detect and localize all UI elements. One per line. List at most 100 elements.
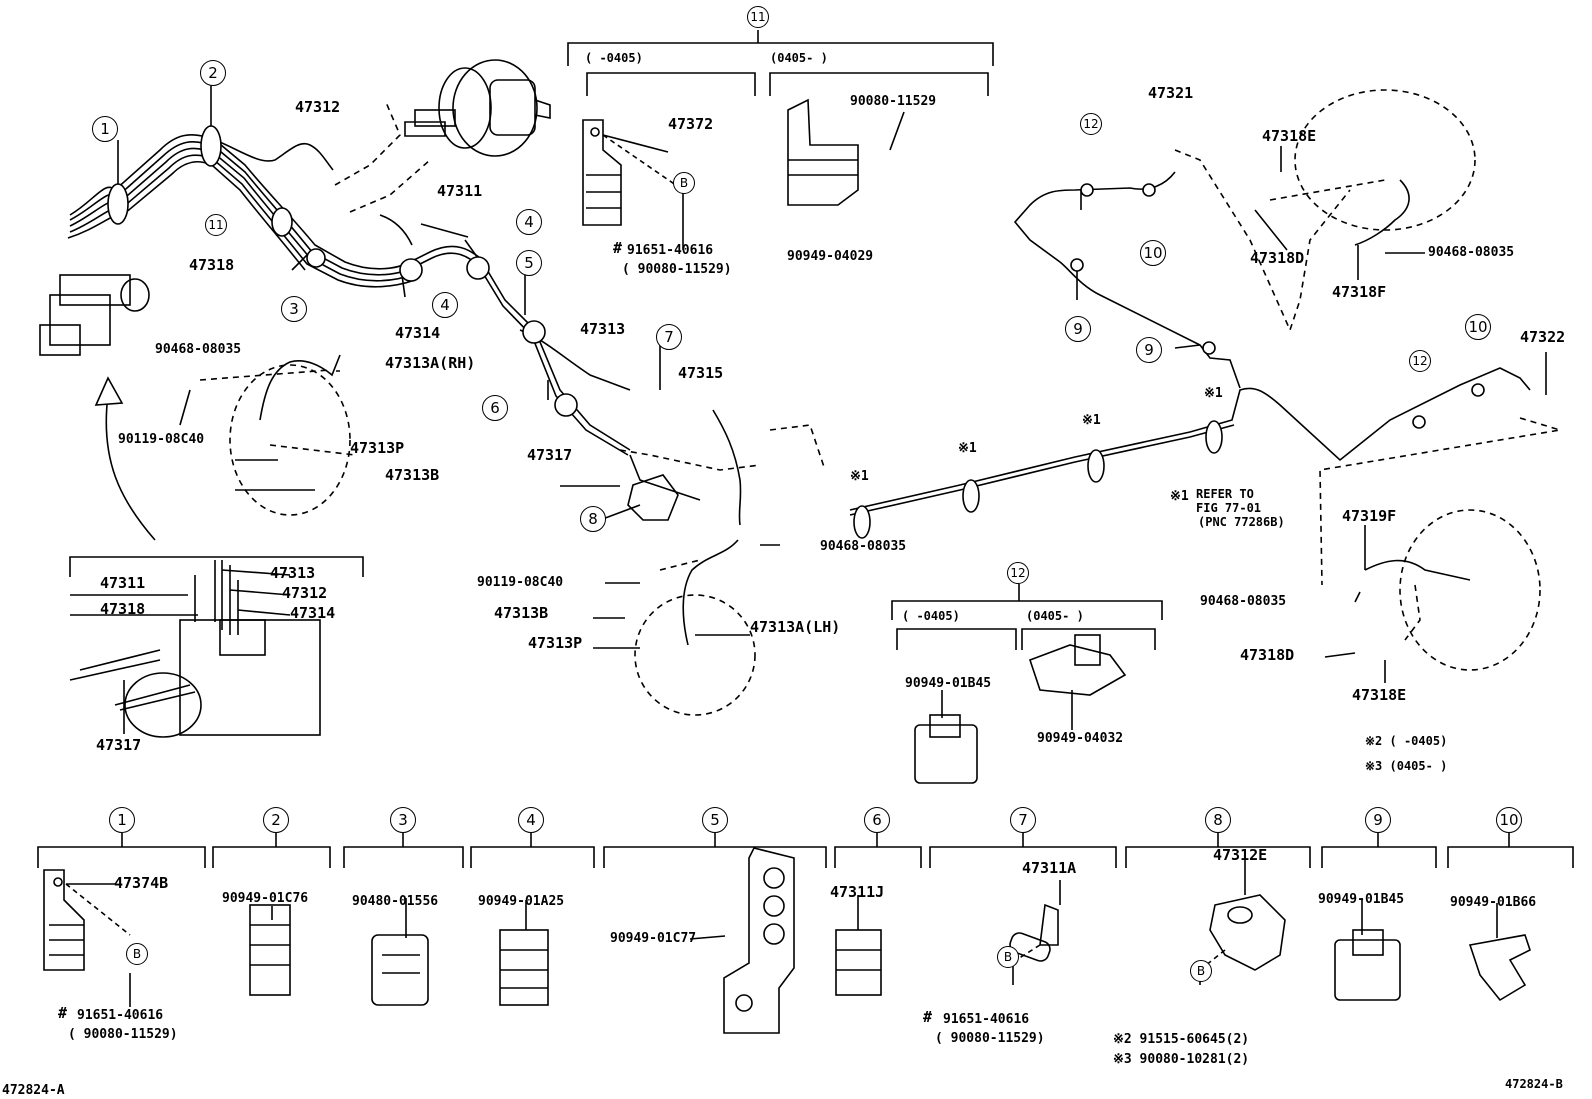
callout-10: 10 bbox=[1140, 240, 1166, 266]
figure-code-a: 472824-A bbox=[2, 1083, 65, 1098]
label-47374b: 47374B bbox=[114, 874, 169, 892]
callout-bottom-4: 4 bbox=[518, 807, 544, 833]
callout-3: 3 bbox=[281, 296, 307, 322]
refer-line-2: FIG 77-01 bbox=[1196, 501, 1262, 515]
callout-bottom-6: 6 bbox=[864, 807, 890, 833]
callout-12-b: 12 bbox=[1409, 350, 1431, 372]
clamp-47374b bbox=[43, 869, 85, 971]
label-90480-01556: 90480-01556 bbox=[352, 894, 439, 909]
clamp-90949-01c76 bbox=[249, 904, 291, 996]
label-47318d-top: 47318D bbox=[1250, 249, 1305, 267]
callout-bottom-1: 1 bbox=[109, 807, 135, 833]
refer-mark: ※1 bbox=[1170, 489, 1189, 504]
label-90949-04032: 90949-04032 bbox=[1037, 731, 1124, 746]
callout-10-b: 10 bbox=[1465, 314, 1491, 340]
label-47313a-lh: 47313A(LH) bbox=[750, 618, 841, 636]
label-90949-01c77: 90949-01C77 bbox=[610, 931, 697, 946]
label-47322: 47322 bbox=[1520, 328, 1566, 346]
clamp-90949-01b45-b bbox=[1334, 929, 1401, 1001]
bracket-inset bbox=[69, 556, 364, 577]
callout-bottom-8: 8 bbox=[1205, 807, 1231, 833]
label-90949-01b45-b: 90949-01B45 bbox=[1318, 892, 1405, 907]
inset-arrow bbox=[105, 394, 156, 541]
group12-right-range: (0405- ) bbox=[1026, 609, 1084, 623]
clamp-90949-01c77 bbox=[723, 847, 795, 1034]
label-90080-11529-a: ( 90080-11529) bbox=[622, 262, 732, 277]
label-90080-11529-c: ( 90080-11529) bbox=[68, 1027, 178, 1042]
callout-5: 5 bbox=[516, 250, 542, 276]
abs-actuator-drawing bbox=[39, 274, 150, 356]
label-47311: 47311 bbox=[437, 182, 483, 200]
label-90468-08035-c: 90468-08035 bbox=[1428, 245, 1515, 260]
abs-actuator-inset-drawing bbox=[69, 560, 321, 738]
inset-label-47318: 47318 bbox=[100, 600, 146, 618]
clamp-90480-01556 bbox=[371, 934, 429, 1006]
label-47318e-top: 47318E bbox=[1262, 127, 1317, 145]
callout-4: 4 bbox=[432, 292, 458, 318]
master-cylinder-drawing bbox=[404, 59, 551, 157]
refer-line-3: (PNC 77286B) bbox=[1198, 515, 1285, 529]
sensor-8-drawing bbox=[627, 474, 679, 521]
inset-label-47313: 47313 bbox=[270, 564, 316, 582]
bracket-12-left bbox=[896, 628, 1017, 650]
label-90119-08c40-b: 90119-08C40 bbox=[477, 575, 564, 590]
label-90468-08035-a: 90468-08035 bbox=[155, 342, 242, 357]
hash-mark-3: # bbox=[923, 1008, 933, 1026]
callout-6: 6 bbox=[482, 395, 508, 421]
label-90949-01b45-a: 90949-01B45 bbox=[905, 676, 992, 691]
star-mark-3: ※1 bbox=[1082, 413, 1101, 428]
label-47314: 47314 bbox=[395, 324, 441, 342]
clamp-90080-11529-top bbox=[787, 98, 859, 206]
note-3: ※3 (0405- ) bbox=[1365, 759, 1448, 773]
label-90468-08035-d: 90468-08035 bbox=[1200, 594, 1287, 609]
label-47311j: 47311J bbox=[830, 883, 885, 901]
rear-tube bbox=[629, 367, 1531, 511]
label-47313b-lh: 47313B bbox=[494, 604, 549, 622]
star-mark-2: ※1 bbox=[958, 441, 977, 456]
callout-b-4: B bbox=[1190, 960, 1212, 982]
inset-label-47317: 47317 bbox=[96, 736, 142, 754]
label-47313b-rh: 47313B bbox=[385, 466, 440, 484]
label-90080-11529-d: ( 90080-11529) bbox=[935, 1031, 1045, 1046]
clamp-90949-04032 bbox=[1028, 634, 1127, 696]
label-47311a: 47311A bbox=[1022, 859, 1077, 877]
label-47372: 47372 bbox=[668, 115, 714, 133]
label-47315: 47315 bbox=[678, 364, 724, 382]
label-47313a-rh: 47313A(RH) bbox=[385, 354, 476, 372]
callout-bottom-5: 5 bbox=[702, 807, 728, 833]
group11-right-range: (0405- ) bbox=[770, 51, 828, 65]
clamp-47312e bbox=[1209, 894, 1286, 971]
label-90080-10281: ※3 90080-10281(2) bbox=[1113, 1052, 1250, 1067]
bracket-12 bbox=[891, 600, 1163, 620]
callout-11-top: 11 bbox=[747, 6, 769, 28]
figure-code-b: 472824-B bbox=[1505, 1077, 1563, 1091]
callout-8: 8 bbox=[580, 506, 606, 532]
clamp-47372 bbox=[582, 119, 622, 226]
label-91651-40616-a: 91651-40616 bbox=[627, 243, 714, 258]
label-47313p-lh: 47313P bbox=[528, 634, 583, 652]
label-90080-11529-b: 90080-11529 bbox=[850, 94, 937, 109]
clamp-47311j bbox=[835, 929, 882, 996]
callout-11: 11 bbox=[205, 214, 227, 236]
tube-bundle bbox=[69, 134, 631, 451]
bracket-12-right bbox=[1021, 628, 1156, 650]
label-90949-01c76: 90949-01C76 bbox=[222, 891, 309, 906]
callout-12: 12 bbox=[1080, 113, 1102, 135]
callout-b-3: B bbox=[997, 946, 1019, 968]
label-47312: 47312 bbox=[295, 98, 341, 116]
clamp-47311a bbox=[1009, 903, 1059, 962]
callout-bottom-3: 3 bbox=[390, 807, 416, 833]
note-2: ※2 ( -0405) bbox=[1365, 734, 1448, 748]
refer-line-1: REFER TO bbox=[1196, 487, 1254, 501]
label-90949-01b66: 90949-01B66 bbox=[1450, 895, 1537, 910]
label-47313: 47313 bbox=[580, 320, 626, 338]
star-mark-1: ※1 bbox=[850, 469, 869, 484]
clamp-90949-01b45-a bbox=[914, 714, 978, 784]
callout-bottom-2: 2 bbox=[263, 807, 289, 833]
inset-label-47311: 47311 bbox=[100, 574, 146, 592]
label-47319f: 47319F bbox=[1342, 507, 1397, 525]
label-90119-08c40-a: 90119-08C40 bbox=[118, 432, 205, 447]
clamp-90949-01b66 bbox=[1468, 934, 1531, 1002]
bracket-11 bbox=[567, 42, 994, 66]
callout-bottom-9: 9 bbox=[1365, 807, 1391, 833]
